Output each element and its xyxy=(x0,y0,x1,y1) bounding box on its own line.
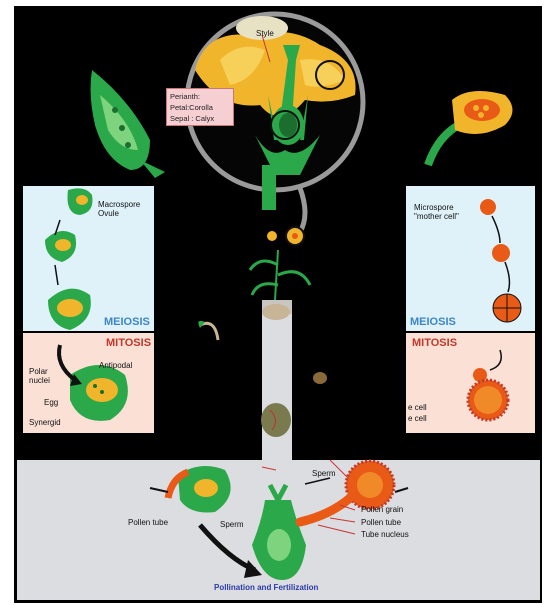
label-petal: Petal:Corolla xyxy=(170,102,230,113)
label-sperm-top: Sperm xyxy=(312,469,336,478)
meiosis-right-title: MEIOSIS xyxy=(410,316,456,328)
label-antipodal: Antipodal xyxy=(99,361,132,370)
mitosis-left-title: MITOSIS xyxy=(106,337,151,349)
label-tube-nucleus: Tube nucleus xyxy=(361,530,409,539)
mitosis-right-title: MITOSIS xyxy=(412,337,457,349)
label-style: Style xyxy=(256,29,274,38)
label-egg: Egg xyxy=(44,398,58,407)
pollination-title: Pollination and Fertilization xyxy=(214,583,318,592)
perianth-box: Perianth: Petal:Corolla Sepal : Calyx xyxy=(166,88,234,126)
label-perianth: Perianth: xyxy=(170,91,230,102)
label-sepal: Sepal : Calyx xyxy=(170,113,230,124)
label-microspore: Microspore xyxy=(414,203,454,212)
label-macrospore: Macrospore xyxy=(98,200,140,209)
label-sperm-left: Sperm xyxy=(220,520,244,529)
label-pollen-tube-right: Pollen tube xyxy=(361,518,401,527)
meiosis-left-title: MEIOSIS xyxy=(104,316,150,328)
seed xyxy=(313,372,327,384)
label-mother-cell: "mother cell" xyxy=(414,212,459,221)
label-ovule: Ovule xyxy=(98,209,119,218)
label-cell-2: e cell xyxy=(408,414,427,423)
label-synergid: Synergid xyxy=(29,418,61,427)
center-column xyxy=(262,310,292,460)
label-cell-1: e cell xyxy=(408,403,427,412)
label-pollen-tube-left: Pollen tube xyxy=(128,518,168,527)
label-polar-nuclei: Polar nuclei xyxy=(29,367,50,385)
label-pollen-grain: Pollen grain xyxy=(361,505,403,514)
